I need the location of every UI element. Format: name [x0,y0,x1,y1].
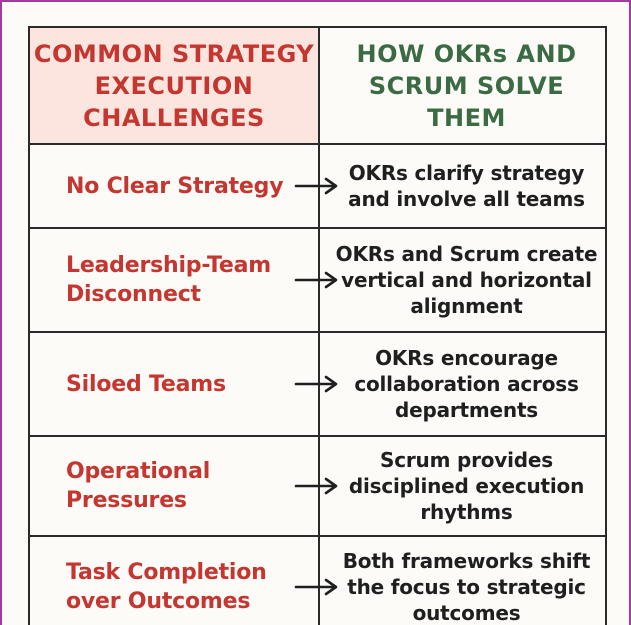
table-row: No Clear Strategy OKRs clarify strategy … [30,145,605,229]
solution-line: OKRs clarify strategy [348,161,585,185]
challenge-line: Siloed Teams [66,371,226,397]
table-row: Task Completion over Outcomes Both frame… [30,537,605,625]
header-solutions-line: HOW OKRs AND [356,39,577,68]
challenge-line: No Clear Strategy [66,173,284,199]
solution-line: and involve all teams [348,187,585,211]
challenge-cell: Operational Pressures [30,437,338,535]
solution-text: OKRs and Scrum create vertical and horiz… [336,241,598,319]
solution-line: outcomes [412,601,521,625]
header-solutions-title: HOW OKRs AND SCRUM SOLVE THEM [334,38,599,134]
solution-line: Scrum provides [380,448,553,472]
challenge-text: Operational Pressures [66,457,210,515]
solution-line: departments [394,398,539,422]
header-solutions-line: SCRUM SOLVE THEM [368,71,565,132]
header-solutions-cell: HOW OKRs AND SCRUM SOLVE THEM [320,28,605,143]
solution-cell: OKRs encourage collaboration across depa… [320,333,605,435]
challenge-cell: Task Completion over Outcomes [30,537,338,625]
right-arrow-icon [294,578,340,596]
header-challenges-line: CHALLENGES [83,103,265,132]
solution-line: vertical and horizontal [341,268,592,292]
solution-cell: Scrum provides disciplined execution rhy… [320,437,605,535]
challenge-line: Task Completion [66,560,267,585]
challenge-text: Task Completion over Outcomes [66,558,267,616]
challenge-cell: No Clear Strategy [30,145,338,227]
challenge-text: Siloed Teams [66,370,226,399]
challenge-line: Disconnect [66,282,201,307]
right-arrow-icon [294,177,340,195]
solution-line: rhythms [420,500,513,524]
solution-line: OKRs and Scrum create [335,242,598,266]
header-challenges-line: COMMON STRATEGY [33,39,315,68]
solution-line: alignment [410,294,523,318]
challenge-text: No Clear Strategy [66,172,284,201]
challenge-line: Pressures [66,488,187,513]
challenge-line: Leadership-Team [66,253,272,278]
challenge-text: Leadership-Team Disconnect [66,251,271,309]
solution-cell: OKRs and Scrum create vertical and horiz… [320,229,605,331]
solution-text: Both frameworks shift the focus to strat… [343,548,591,625]
header-challenges-line: EXECUTION [94,71,254,100]
comparison-table: COMMON STRATEGY EXECUTION CHALLENGES HOW… [28,26,607,625]
challenge-cell: Siloed Teams [30,333,338,435]
solution-cell: Both frameworks shift the focus to strat… [320,537,605,625]
table-row: Operational Pressures Scrum provides dis… [30,437,605,537]
challenge-line: over Outcomes [66,589,251,614]
solution-line: disciplined execution [348,474,585,498]
right-arrow-icon [294,477,340,495]
solution-text: Scrum provides disciplined execution rhy… [349,447,584,525]
solution-text: OKRs clarify strategy and involve all te… [348,160,585,212]
table-row: Siloed Teams OKRs encourage collaboratio… [30,333,605,437]
challenge-cell: Leadership-Team Disconnect [30,229,338,331]
solution-line: collaboration across [354,372,579,396]
table-row: Leadership-Team Disconnect OKRs and Scru… [30,229,605,333]
right-arrow-icon [294,375,340,393]
solution-text: OKRs encourage collaboration across depa… [354,345,579,423]
table-header-row: COMMON STRATEGY EXECUTION CHALLENGES HOW… [30,28,605,145]
header-challenges-cell: COMMON STRATEGY EXECUTION CHALLENGES [30,28,320,143]
solution-cell: OKRs clarify strategy and involve all te… [320,145,605,227]
challenge-line: Operational [66,459,211,484]
solution-line: OKRs encourage [375,346,558,370]
solution-line: the focus to strategic [347,575,586,599]
solution-line: Both frameworks shift [342,549,591,573]
header-challenges-title: COMMON STRATEGY EXECUTION CHALLENGES [34,38,314,134]
right-arrow-icon [294,271,340,289]
